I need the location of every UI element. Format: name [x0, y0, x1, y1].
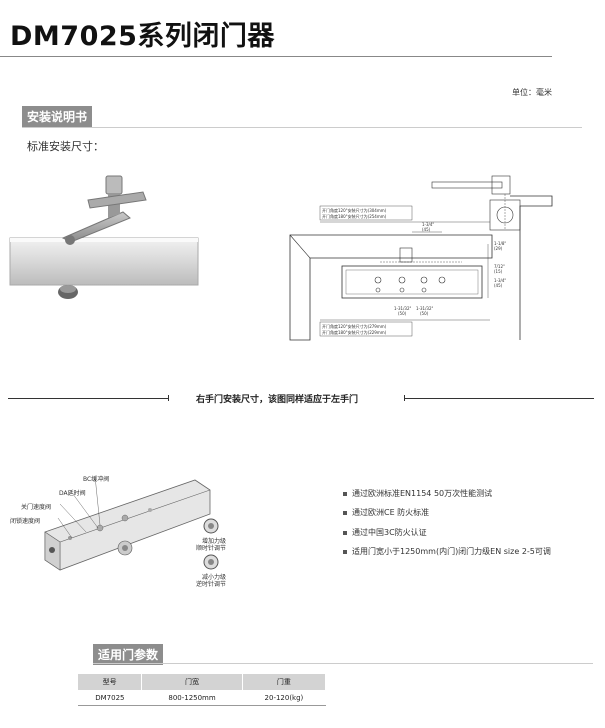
- title-divider: [0, 56, 552, 57]
- install-subtitle: 标准安装尺寸：: [27, 140, 104, 153]
- cell-door-weight: 20-120(kg): [242, 690, 326, 706]
- dim-6-mm: (50): [420, 311, 429, 316]
- label-close-speed-valve: 关门速度阀: [21, 504, 52, 511]
- table-header-row: 型号 门宽 门重: [78, 674, 327, 690]
- decrease-force-icon: [203, 554, 219, 570]
- dim-1-mm: (45): [422, 227, 431, 232]
- header-model: 型号: [78, 674, 143, 690]
- table-row: DM7025 800-1250mm 20-120(kg): [78, 690, 326, 706]
- install-tag: 安装说明书: [22, 106, 93, 127]
- dim-1: 1-3/4": [422, 222, 434, 227]
- feature-item: 通过中国3C防火认证: [343, 527, 427, 538]
- feature-text: 通过欧洲CE 防火标准: [352, 508, 430, 517]
- feature-item: 通过欧洲标准EN1154 50万次性能测试: [343, 488, 492, 499]
- mirror-rule-left: [8, 398, 168, 399]
- dim-6: 1-31/32": [416, 306, 434, 311]
- label-decrease-2: 逆时针调节: [196, 581, 227, 588]
- label-da-valve: DA延时阀: [59, 490, 86, 497]
- feature-item: 通过欧洲CE 防火标准: [343, 507, 429, 518]
- mirror-tick-right: [404, 395, 405, 401]
- feature-text: 通过中国3C防火认证: [352, 528, 427, 537]
- params-tag: 适用门参数: [93, 644, 164, 665]
- params-tag-divider: [93, 663, 593, 664]
- label-decrease-1: 减小力级: [202, 574, 227, 581]
- dim-2-mm: (29): [494, 246, 503, 251]
- bullet-icon: [343, 549, 347, 554]
- bottom-note-1: 开门角度120°安装尺寸为(279mm): [322, 323, 387, 329]
- closer-product-image: [9, 175, 199, 299]
- header-door-width: 门宽: [141, 674, 243, 690]
- feature-item: 适用门宽小于1250mm(内门)闭门力级EN size 2-5可调: [343, 546, 551, 557]
- params-table: 型号 门宽 门重 DM7025 800-1250mm 20-120(kg): [78, 674, 327, 706]
- unit-label: 单位：毫米: [512, 88, 552, 97]
- feature-text: 通过欧洲标准EN1154 50万次性能测试: [352, 489, 493, 498]
- mirror-rule-right: [404, 398, 594, 399]
- label-increase-1: 增加力级: [202, 538, 227, 545]
- dim-3: 7/12": [494, 264, 505, 269]
- dim-3-mm: (15): [494, 269, 503, 274]
- bullet-icon: [343, 491, 347, 496]
- header-door-weight: 门重: [242, 674, 327, 690]
- dim-2: 1-1/8": [494, 241, 506, 246]
- increase-force-icon: [203, 518, 219, 534]
- top-note-2: 开门角度180°安装尺寸为(254mm): [322, 213, 387, 219]
- cell-door-width: 800-1250mm: [141, 690, 243, 706]
- dim-4: 1-3/4": [494, 278, 506, 283]
- dim-4-mm: (45): [494, 283, 503, 288]
- label-latch-speed-valve: 闭锁速度阀: [10, 518, 41, 525]
- dim-5-mm: (50): [398, 311, 407, 316]
- bottom-note-2: 开门角度180°安装尺寸为(229mm): [322, 329, 387, 335]
- mirror-note: 右手门安装尺寸，该图同样适应于左手门: [196, 395, 359, 405]
- label-increase-2: 顺时针调节: [196, 545, 227, 552]
- label-bc-valve: BC缓冲阀: [83, 476, 110, 483]
- cell-model: DM7025: [78, 690, 142, 706]
- install-tag-divider: [22, 127, 582, 128]
- valve-adjustment-diagram: [44, 475, 211, 571]
- installation-dimension-drawing: 开门角度120°安装尺寸为(304mm) 开门角度180°安装尺寸为(254mm…: [289, 175, 553, 341]
- page-title: DM7025系列闭门器: [10, 21, 275, 52]
- top-note-1: 开门角度120°安装尺寸为(304mm): [322, 207, 387, 213]
- feature-text: 适用门宽小于1250mm(内门)闭门力级EN size 2-5可调: [352, 547, 551, 556]
- bullet-icon: [343, 530, 347, 535]
- dim-5: 1-31/32": [394, 306, 412, 311]
- bullet-icon: [343, 510, 347, 515]
- mirror-tick-left: [168, 395, 169, 401]
